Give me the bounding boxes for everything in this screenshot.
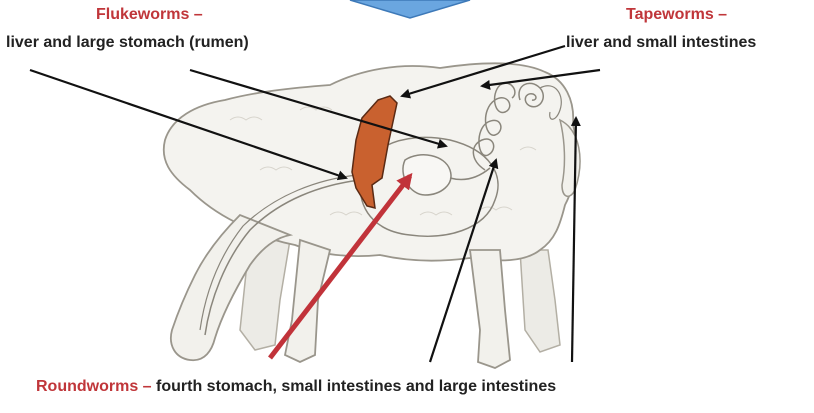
flukeworms-location: liver and large stomach (rumen) — [6, 34, 249, 52]
tapeworms-location: liver and small intestines — [566, 34, 756, 52]
tapeworms-name: Tapeworms – — [626, 6, 727, 24]
roundworms-name: Roundworms – — [36, 378, 152, 395]
sheep-front-leg — [285, 240, 330, 362]
fourth-stomach — [403, 155, 451, 195]
sheep-back-leg — [470, 250, 510, 368]
roundworms-location: fourth stomach, small intestines and lar… — [156, 378, 556, 395]
roundworms-caption: Roundworms – fourth stomach, small intes… — [36, 378, 556, 396]
sheep-illustration — [164, 63, 580, 368]
banner-tip — [350, 0, 470, 18]
flukeworms-name: Flukeworms – — [96, 6, 203, 24]
sheep-far-leg-back — [520, 250, 560, 352]
